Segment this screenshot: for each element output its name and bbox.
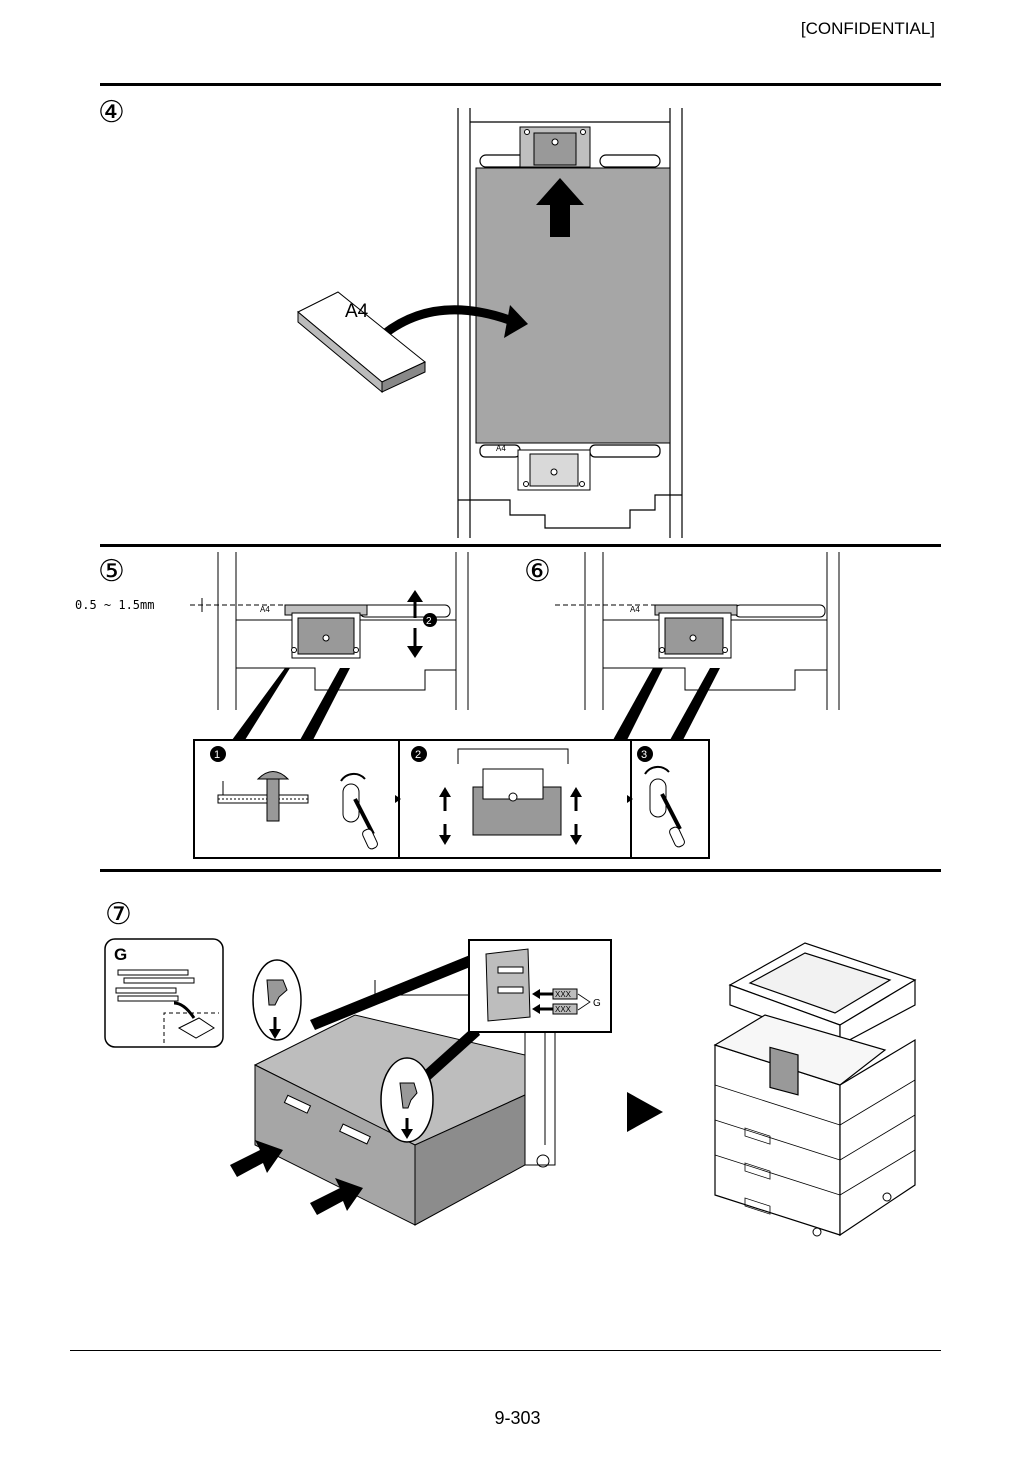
svg-text:2: 2 — [426, 616, 432, 627]
next-step-arrow-icon — [627, 1092, 663, 1132]
insert-arrow-icon — [371, 305, 517, 346]
tray-a4-mark: A4 — [630, 605, 640, 614]
top-paper-guide — [519, 126, 591, 168]
step-5-illustration: A4 2 — [190, 552, 469, 740]
sub-step-1-mark: 1 — [214, 749, 220, 761]
label-g: G — [593, 998, 601, 1009]
sub-step-2-mark: 2 — [415, 749, 421, 761]
screwdriver-icon — [340, 772, 378, 850]
section-divider — [100, 544, 941, 547]
detail-panel-2: 2 — [411, 746, 582, 845]
detail-panel-3: 3 — [637, 746, 685, 848]
gap-measurement-label: 0.5 ~ 1.5mm — [75, 598, 155, 612]
label-xxx-1: XXX — [555, 990, 572, 999]
page-number: 9-303 — [494, 1408, 541, 1428]
tray-insertion-illustration — [230, 955, 556, 1226]
bottom-paper-guide — [517, 449, 591, 491]
paper-guide — [284, 604, 368, 659]
confidential-label: [CONFIDENTIAL] — [800, 19, 935, 38]
up-down-arrow-icon: 2 — [407, 590, 437, 658]
step-4-illustration: A4 A4 — [297, 108, 683, 538]
section-divider — [100, 83, 941, 86]
detail-panel-1: 1 — [210, 746, 378, 850]
step-6-illustration: A4 — [555, 552, 840, 740]
a4-paper-stack: A4 — [297, 291, 426, 394]
sub-step-3-mark: 3 — [641, 749, 647, 761]
tray-a4-mark: A4 — [496, 444, 506, 453]
tray-a4-mark: A4 — [260, 605, 270, 614]
section-divider — [100, 869, 941, 872]
detail-panels: 1 2 3 — [193, 739, 710, 859]
printer-illustration — [713, 942, 917, 1237]
push-arrow-icon — [310, 1178, 363, 1215]
footer-divider — [70, 1350, 941, 1351]
label-detail-box: XXX XXX G — [468, 939, 612, 1033]
step-4-number: ④ — [98, 95, 125, 130]
paper-size-label: A4 — [345, 301, 369, 322]
step-7-number: ⑦ — [105, 897, 132, 932]
label-xxx-2: XXX — [555, 1005, 572, 1014]
kit-g-box: G — [104, 938, 224, 1048]
kit-label: G — [114, 945, 127, 964]
step-5-number: ⑤ — [98, 554, 125, 589]
paper-guide — [654, 604, 738, 659]
step-6-number: ⑥ — [524, 554, 551, 589]
push-arrow-icon — [230, 1140, 283, 1177]
up-arrow-icon — [536, 178, 584, 237]
